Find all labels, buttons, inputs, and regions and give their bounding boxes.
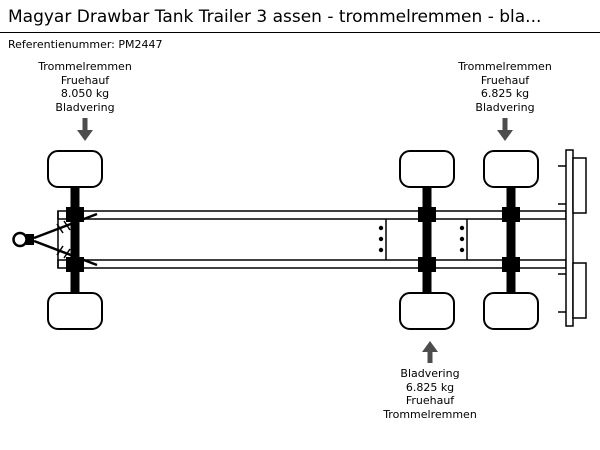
annotation-line: Bladvering — [475, 100, 535, 114]
annotation-rear-axle-2: Trommelremmen Fruehauf 6.825 kg Bladveri… — [430, 60, 580, 114]
rear-wheel-2-bottom — [483, 292, 539, 330]
annotation-line: Bladvering — [400, 367, 460, 380]
front-axle — [47, 150, 103, 330]
annotation-rear-axle-1: Bladvering 6.825 kg Fruehauf Trommelremm… — [355, 367, 505, 421]
title-divider — [0, 32, 600, 33]
annotation-line: Fruehauf — [480, 73, 530, 87]
front-wheel-bottom — [47, 292, 103, 330]
cross-member-bolts — [378, 219, 468, 260]
arrow-down-icon — [497, 118, 513, 141]
annotation-line: 6.825 kg — [480, 87, 530, 100]
drawbar — [12, 212, 98, 267]
page-title: Magyar Drawbar Tank Trailer 3 assen - tr… — [8, 7, 542, 27]
annotation-line: 6.825 kg — [405, 380, 455, 394]
rear-cross-member — [558, 149, 587, 327]
annotation-line: 8.050 kg — [60, 87, 110, 100]
rear-wheel-1-bottom — [399, 292, 455, 330]
annotation-line: Trommelremmen — [458, 60, 552, 73]
tow-eye — [12, 231, 28, 248]
annotation-line: Fruehauf — [405, 394, 455, 407]
arrow-down-icon — [77, 118, 93, 141]
chassis-frame — [57, 210, 567, 269]
rear-axle-2 — [483, 150, 539, 330]
reference-number: Referentienummer: PM2447 — [8, 38, 163, 51]
rear-wheel-2-top — [483, 150, 539, 188]
rear-wheel-1-top — [399, 150, 455, 188]
rear-axle-1 — [399, 150, 455, 330]
annotation-line: Fruehauf — [60, 73, 110, 87]
annotation-line: Bladvering — [55, 100, 115, 114]
annotation-front-axle: Trommelremmen Fruehauf 8.050 kg Bladveri… — [10, 60, 160, 114]
front-wheel-top — [47, 150, 103, 188]
annotation-line: Trommelremmen — [38, 60, 132, 73]
arrow-up-icon — [422, 341, 438, 363]
annotation-line: Trommelremmen — [383, 407, 477, 421]
